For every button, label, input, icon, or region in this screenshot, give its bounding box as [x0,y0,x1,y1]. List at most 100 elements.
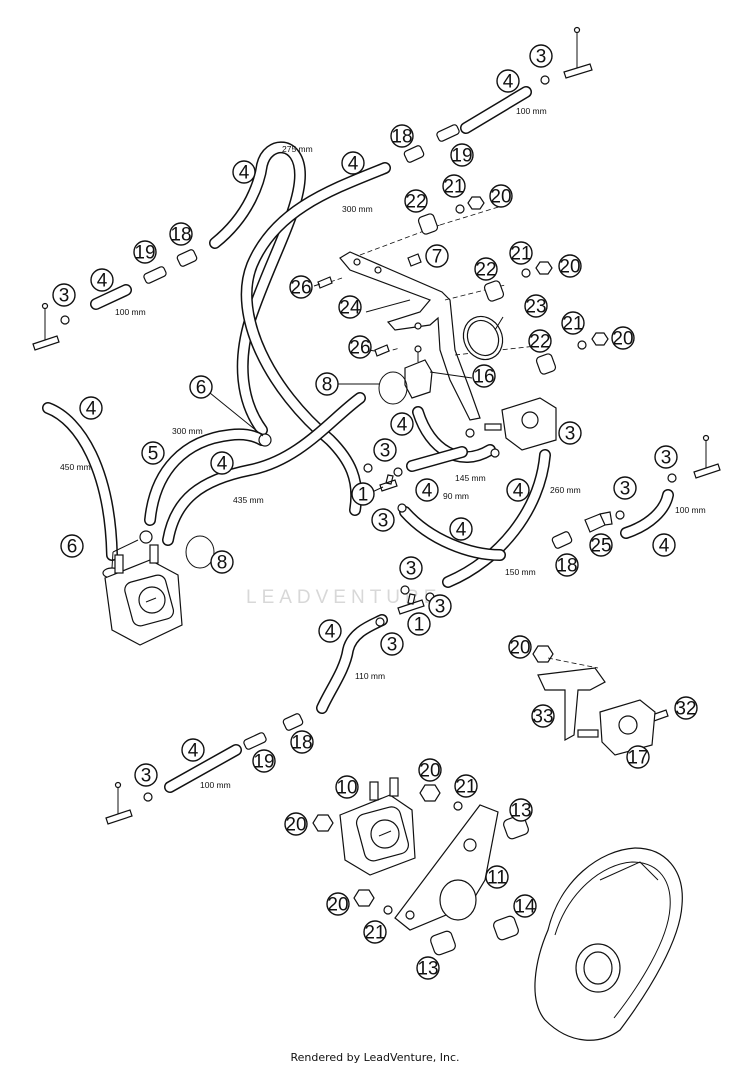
svg-text:23: 23 [525,297,546,318]
callout-21: 21 [561,311,585,335]
svg-text:3: 3 [536,47,547,68]
dim-435mm: 435 mm [233,495,264,505]
callouts: 1 1 3 3 3 3 3 3 3 3 3 3 3 3 4 4 4 4 4 4 … [52,44,698,980]
dim-90mm: 90 mm [443,491,469,501]
svg-text:3: 3 [565,424,576,445]
callout-3: 3 [613,476,637,500]
callout-21: 21 [363,920,387,944]
bolts [317,253,669,722]
svg-text:19: 19 [134,243,155,264]
tank-bracket [329,204,546,421]
svg-text:1: 1 [358,485,369,506]
callout-8: 8 [315,372,339,396]
callout-3: 3 [380,632,404,656]
svg-text:16: 16 [473,367,494,388]
callout-22: 22 [474,257,498,281]
callout-4: 4 [318,619,342,643]
callout-6: 6 [189,375,213,399]
dimension-labels: 275 mm 300 mm 100 mm 100 mm 450 mm 300 m… [60,106,706,790]
callout-11: 11 [485,865,509,889]
hose-275mm [209,141,307,436]
svg-text:4: 4 [86,399,97,420]
svg-text:4: 4 [513,481,524,502]
callout-14: 14 [513,894,537,918]
callout-20: 20 [611,326,635,350]
callout-1: 1 [407,612,431,636]
callout-3: 3 [52,283,76,307]
svg-text:11: 11 [487,868,507,889]
callout-18: 18 [290,730,314,754]
svg-text:19: 19 [451,146,472,167]
footer-credit: Rendered by LeadVenture, Inc. [290,1051,459,1064]
callout-4: 4 [210,451,234,475]
callout-21: 21 [442,174,466,198]
valve-nipple-left [32,302,60,351]
o-ring [462,315,504,361]
engine-cover [534,847,683,1041]
fuel-pump-10 [339,777,416,876]
callout-25: 25 [589,533,613,557]
hoses [42,86,674,793]
hose-300mm-upper [240,162,391,516]
svg-text:10: 10 [336,778,357,799]
callout-21: 21 [454,774,478,798]
svg-text:13: 13 [510,801,531,822]
svg-text:20: 20 [559,257,580,278]
svg-text:20: 20 [612,329,633,350]
svg-text:21: 21 [364,923,385,944]
callout-4: 4 [449,517,473,541]
callout-3: 3 [371,508,395,532]
svg-text:1: 1 [414,615,425,636]
svg-text:3: 3 [406,559,417,580]
valve-17 [577,699,656,756]
svg-text:4: 4 [503,72,514,93]
fuel-tap [404,345,433,399]
svg-text:22: 22 [475,260,496,281]
hose-100mm-top [460,86,532,134]
rubber-mounts [417,213,557,956]
dim-275mm: 275 mm [282,144,313,154]
callout-4: 4 [415,478,439,502]
callout-23: 23 [524,294,548,318]
hose-300mm-lower [144,428,268,526]
callout-20: 20 [326,892,350,916]
callout-13: 13 [416,956,440,980]
callout-4: 4 [506,478,530,502]
svg-text:18: 18 [170,225,191,246]
callout-5: 5 [141,441,165,465]
svg-text:20: 20 [490,187,511,208]
dim-300mm-lower: 300 mm [172,426,203,436]
callout-33: 33 [531,704,555,728]
fuel-valve-body [484,397,557,451]
svg-text:22: 22 [529,332,550,353]
svg-text:4: 4 [348,154,359,175]
svg-text:21: 21 [443,177,464,198]
svg-text:3: 3 [620,479,631,500]
svg-text:4: 4 [217,454,228,475]
dim-145mm: 145 mm [455,473,486,483]
fuel-pump-upper [104,544,183,646]
svg-text:24: 24 [339,298,361,319]
hose-90mm [406,446,468,472]
svg-text:3: 3 [141,766,152,787]
svg-text:4: 4 [97,271,108,292]
hose-150mm [399,506,506,561]
callout-3: 3 [428,594,452,618]
svg-text:22: 22 [405,192,426,213]
hose-450mm [42,402,118,561]
callout-6: 6 [60,534,84,558]
svg-text:3: 3 [387,635,398,656]
svg-text:33: 33 [532,707,553,728]
svg-text:18: 18 [391,127,412,148]
hose-100mm-left [90,284,132,310]
hose-connector-parts [143,124,613,750]
valve-nipple-right [693,434,721,479]
callout-20: 20 [284,812,308,836]
svg-text:21: 21 [510,244,531,265]
svg-text:18: 18 [556,556,577,577]
svg-text:3: 3 [661,448,672,469]
callout-26: 26 [348,335,372,359]
callout-18: 18 [390,124,414,148]
dim-100mm-bottom: 100 mm [200,780,231,790]
callout-17: 17 [626,745,650,769]
